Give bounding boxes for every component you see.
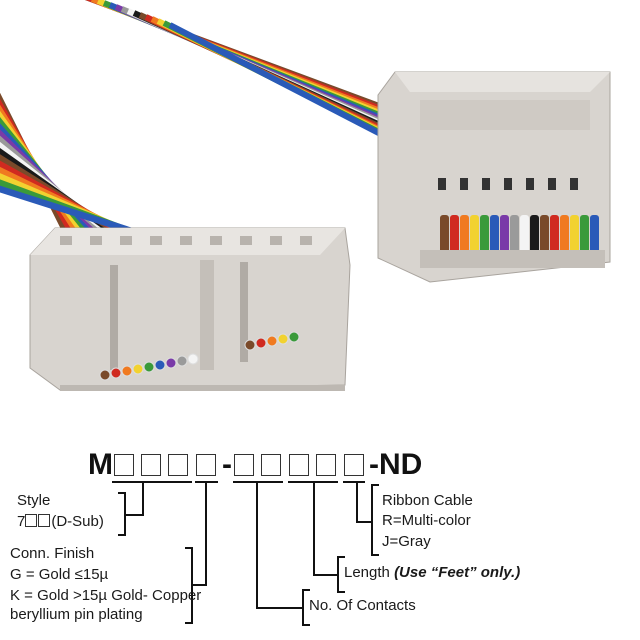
finish-k2: beryllium pin plating <box>10 606 143 623</box>
leader-ribbon <box>356 482 372 523</box>
ribbon-j: J=Gray <box>382 533 431 550</box>
part-box <box>234 454 254 476</box>
style-line: 7 (D-Sub) <box>17 513 104 531</box>
part-box <box>316 454 336 476</box>
wire-end <box>450 215 459 253</box>
part-prefix: M <box>88 448 113 481</box>
wire-end <box>460 215 469 253</box>
wire-end <box>540 215 549 253</box>
wire-end <box>580 215 589 253</box>
wire-end <box>154 359 166 371</box>
bracket-ribbon <box>371 484 379 556</box>
leader-finish <box>192 482 207 586</box>
part-box <box>196 454 216 476</box>
wire-end <box>560 215 569 253</box>
wire-end <box>550 215 559 253</box>
part-dash: - <box>222 448 232 481</box>
wire-end <box>288 331 300 343</box>
wire-end <box>530 215 539 253</box>
style-title: Style <box>17 492 51 509</box>
ribbon-title: Ribbon Cable <box>382 492 473 509</box>
ribbon-cable-assembly-photo <box>0 0 611 391</box>
right-connector <box>377 71 611 283</box>
length-label: Length (Use “Feet” only.) <box>344 564 520 582</box>
finish-k: K = Gold >15µ Gold- Copper <box>10 587 202 604</box>
part-box <box>344 454 364 476</box>
part-box <box>261 454 281 476</box>
part-box <box>114 454 134 476</box>
wire-end <box>520 215 529 253</box>
wire-end <box>132 363 144 375</box>
part-box <box>289 454 309 476</box>
leader-style <box>125 482 144 516</box>
bracket-length <box>337 556 345 593</box>
part-box <box>168 454 188 476</box>
wire-end <box>440 215 449 253</box>
part-box <box>141 454 161 476</box>
length-note: (Use “Feet” only.) <box>394 564 521 581</box>
wire-end <box>490 215 499 253</box>
leader-length <box>313 482 338 576</box>
finish-g: G = Gold ≤15µ <box>10 566 109 583</box>
finish-title: Conn. Finish <box>10 545 95 562</box>
part-suffix: -ND <box>369 448 423 481</box>
left-connector <box>29 227 351 391</box>
style-box <box>38 514 51 527</box>
bracket-finish <box>185 547 193 624</box>
wire-end <box>255 337 267 349</box>
wire-end <box>470 215 479 253</box>
style-prefix: 7 <box>17 513 26 530</box>
contacts-title: No. Of Contacts <box>309 597 416 614</box>
length-title: Length <box>344 564 390 581</box>
leader-contacts <box>256 482 303 609</box>
ribbon-r: R=Multi-color <box>382 512 471 529</box>
wire-end <box>110 367 122 379</box>
wire-end <box>176 355 188 367</box>
wire-end <box>570 215 579 253</box>
wire-end <box>590 215 599 253</box>
wire-end <box>480 215 489 253</box>
wire-end <box>143 361 155 373</box>
wire-end <box>187 353 199 365</box>
style-dsub: (D-Sub) <box>51 513 104 530</box>
wire-end <box>165 357 177 369</box>
wire-end <box>277 333 289 345</box>
wire-end <box>510 215 519 253</box>
wire-end <box>99 369 111 381</box>
wire-end <box>266 335 278 347</box>
wire-end <box>500 215 509 253</box>
wire-end <box>244 339 256 351</box>
style-box <box>25 514 38 527</box>
bracket-style <box>118 492 126 536</box>
bracket-contacts <box>302 589 310 626</box>
wire-end <box>121 365 133 377</box>
